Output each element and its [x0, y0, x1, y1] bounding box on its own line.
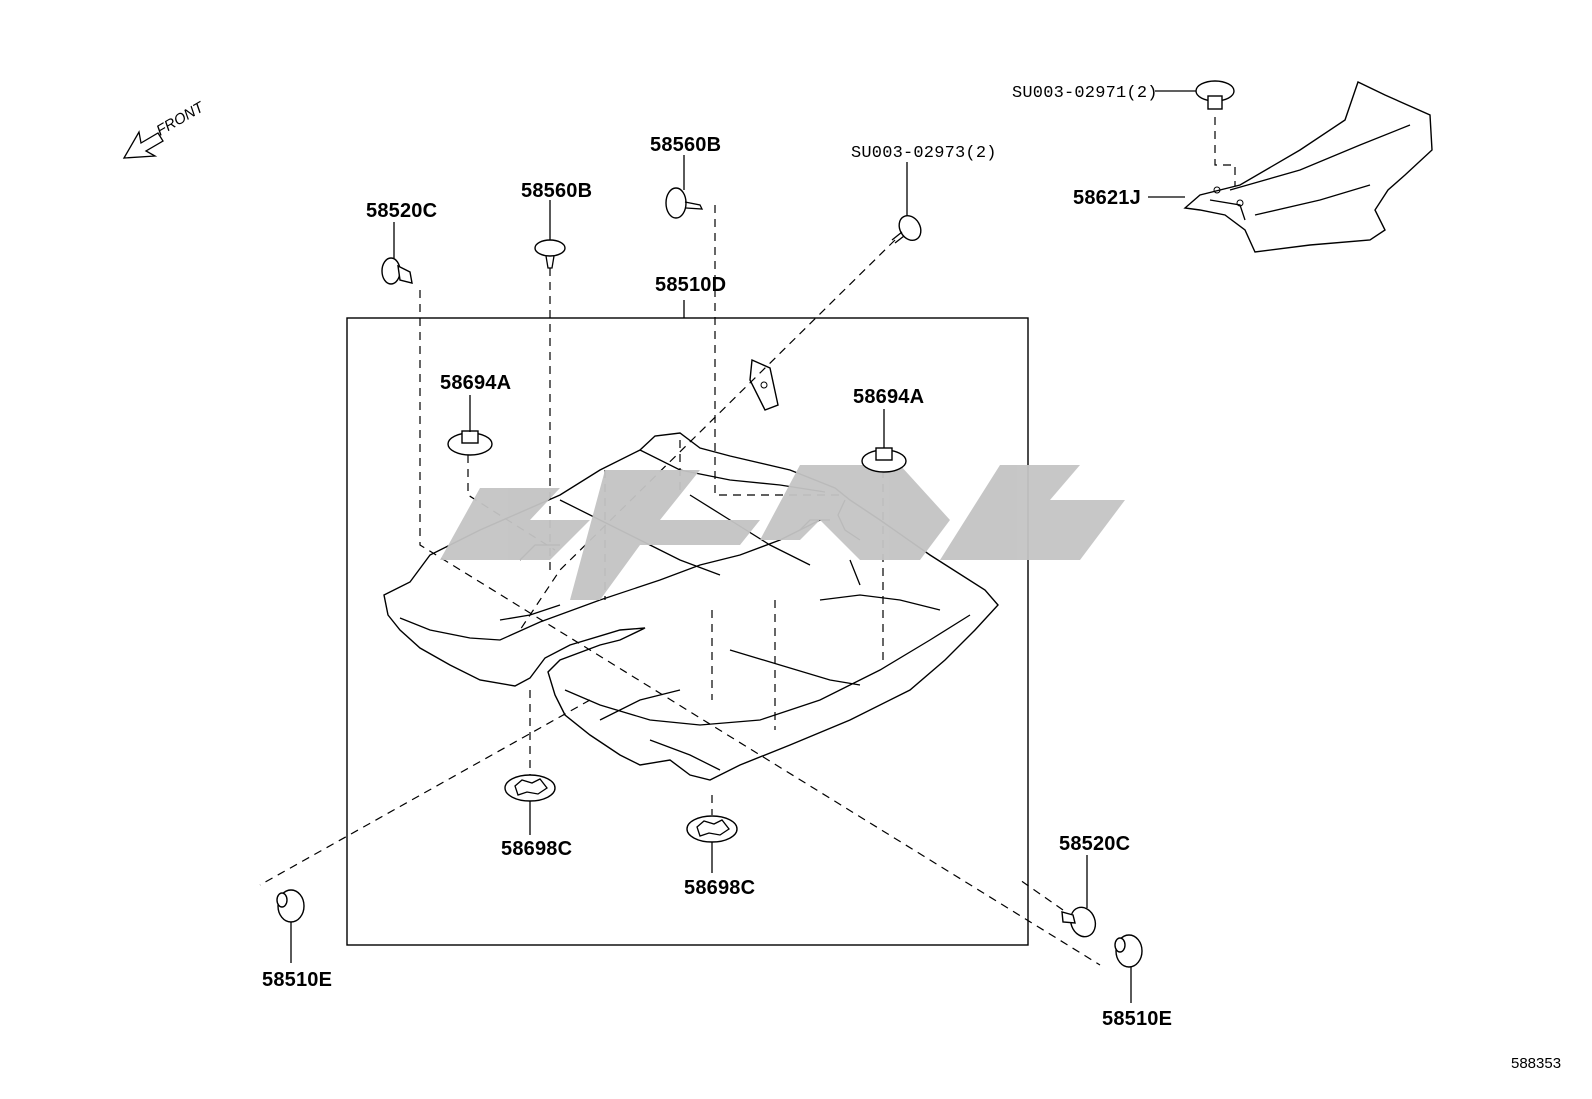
watermark-logo [440, 465, 1125, 600]
screw-58560b-icon-b [665, 187, 704, 219]
label-58510e-right: 58510E [1102, 1008, 1172, 1030]
label-58560b-a: 58560B [521, 180, 592, 202]
bracket-part [749, 358, 779, 411]
label-58510d: 58510D [655, 274, 726, 296]
plug-58510e-icon-right [1114, 934, 1143, 968]
label-58698c-center: 58698C [684, 877, 755, 899]
grommet-58694a-icon-left [447, 430, 493, 456]
diagram-reference-number: 588353 [1511, 1055, 1561, 1072]
plug-58510e-icon-left [276, 889, 305, 923]
clip-58520c-icon-left [381, 257, 413, 285]
label-58694a-left: 58694A [440, 372, 511, 394]
label-58698c-left: 58698C [501, 838, 572, 860]
label-58694a-right: 58694A [853, 386, 924, 408]
seal-58698c-icon-center [686, 815, 738, 843]
label-su003-02971: SU003-02971(2) [1012, 84, 1158, 103]
clip-58520c-icon-right [1061, 906, 1097, 938]
label-58560b-b: 58560B [650, 134, 721, 156]
label-su003-02973: SU003-02973(2) [851, 144, 997, 163]
bolt-su003-02973-icon [891, 214, 922, 244]
grommet-58694a-icon-right [861, 447, 907, 473]
front-label: FRONT [154, 98, 209, 139]
bolt-su003-02971-icon [1195, 80, 1235, 110]
seal-58698c-icon-left [504, 774, 556, 802]
rear-cover-part [1183, 81, 1433, 253]
assembly-frame [346, 317, 1029, 946]
label-58520c-left: 58520C [366, 200, 437, 222]
label-58621j: 58621J [1073, 187, 1141, 209]
front-arrow-icon [122, 130, 164, 159]
label-58510e-left: 58510E [262, 969, 332, 991]
screw-58560b-icon-a [534, 239, 566, 269]
label-58520c-right: 58520C [1059, 833, 1130, 855]
